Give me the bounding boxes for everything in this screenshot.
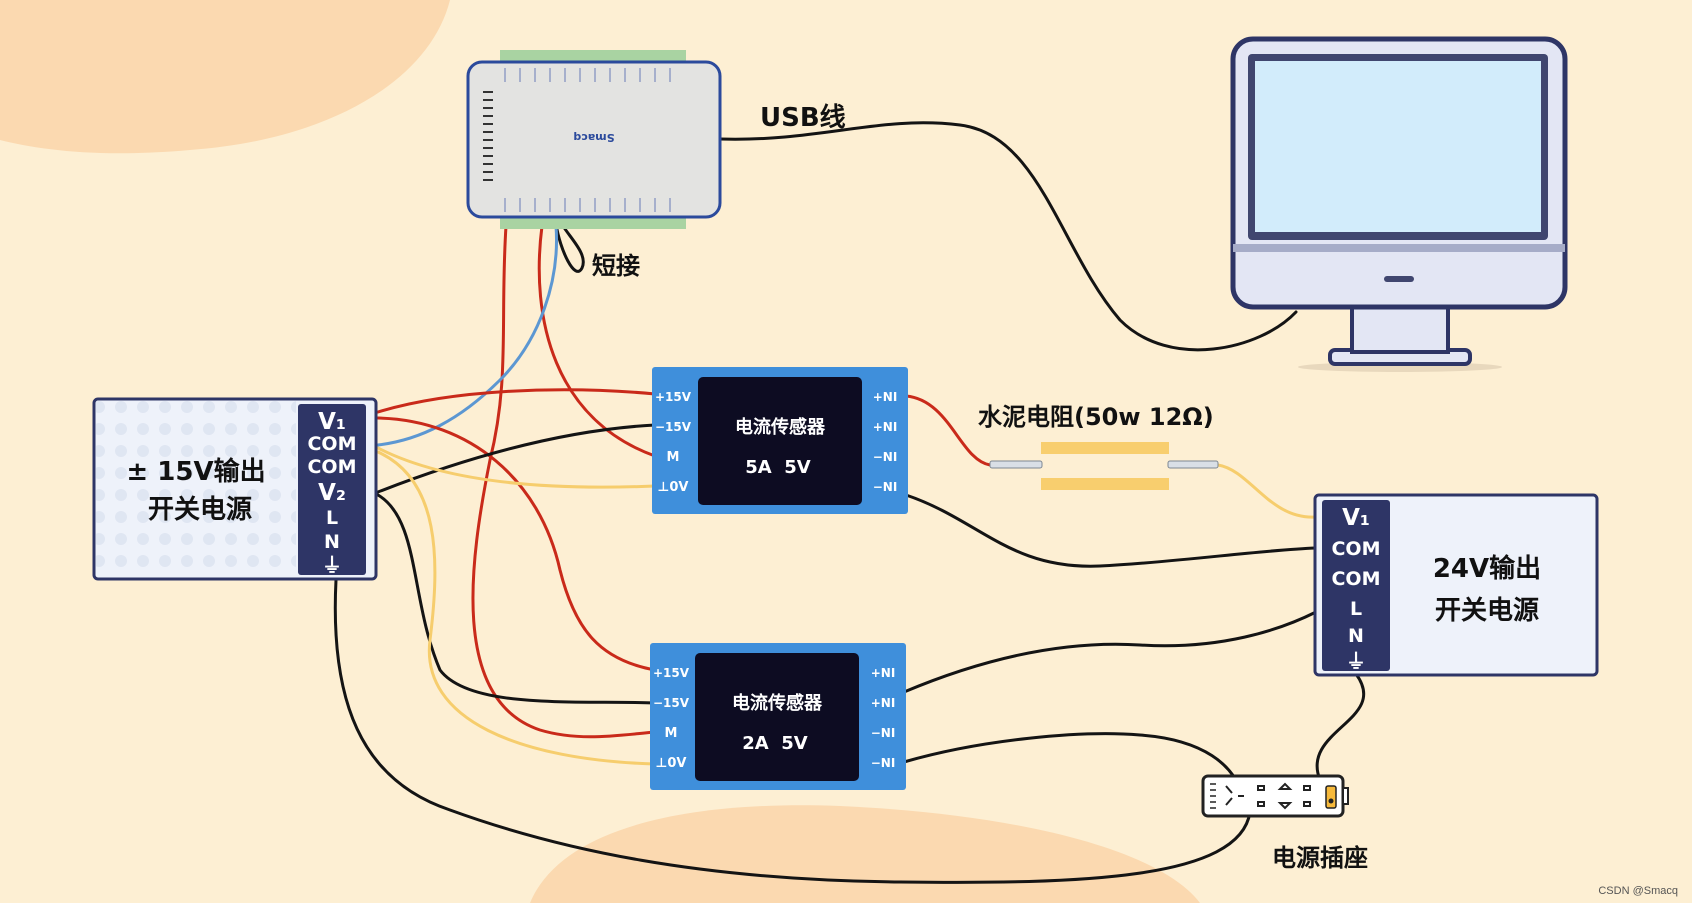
wire-psu-sensor1-0v	[376, 446, 657, 489]
psu24-title-line1: 24V输出	[1433, 553, 1541, 584]
resistor-body-top	[1041, 442, 1169, 454]
psu15-dots	[96, 401, 296, 577]
sensor1-pin-plus-ni-1: +NI	[873, 390, 898, 404]
monitor-button	[1384, 276, 1414, 282]
sensor2-display	[695, 653, 859, 781]
daq-brand: Smacq	[573, 131, 614, 144]
label-socket: 电源插座	[1272, 844, 1368, 872]
usb-cable	[718, 121, 1298, 352]
psu15-term-l: L	[326, 507, 338, 529]
sensor2-pin-m: M	[665, 726, 678, 741]
sensor1-rating: 5A 5V	[745, 457, 811, 478]
psu24-terminal-panel	[1322, 500, 1390, 671]
blob-top-left	[0, 0, 450, 154]
psu24-terminals: V₁ COM COM L N ⏚	[1331, 505, 1380, 673]
wire-psu24-to-socket	[1315, 672, 1366, 782]
wire-daq-psu-com-blue	[376, 224, 558, 447]
wire-psu-sensor2-0v	[376, 450, 657, 766]
switch-indicator	[1328, 798, 1334, 804]
daq-body	[466, 60, 722, 219]
psu24-title-line2: 开关电源	[1435, 596, 1539, 626]
sensor1-pin-minus15v: −15V	[655, 420, 692, 434]
sensor1-pin-plus15v: +15V	[655, 390, 692, 404]
psu15-term-com1: COM	[307, 433, 356, 455]
daq-card: Smacq	[466, 50, 722, 229]
watermark: CSDN @Smacq	[1598, 885, 1678, 897]
power-strip	[1201, 774, 1349, 818]
daq-ports	[483, 91, 493, 181]
sensor1-pin-minus-ni-2: −NI	[873, 480, 898, 494]
wire-sensor2-to-socket	[902, 732, 1238, 782]
sensor2-pin-0v: ⊥0V	[656, 756, 687, 771]
wire-resistor-to-psu24	[1216, 463, 1318, 519]
psu24-term-com2: COM	[1331, 568, 1380, 590]
daq-pin-ticks	[504, 68, 671, 212]
label-short: 短接	[592, 252, 640, 280]
strip-vents	[1210, 783, 1216, 809]
label-resistor: 水泥电阻(50w 12Ω)	[978, 403, 1214, 431]
psu24-term-com1: COM	[1331, 538, 1380, 560]
outlet-icons	[1225, 782, 1311, 810]
wire-daq-sensor1-m	[537, 224, 657, 458]
monitor-chin-divider	[1233, 244, 1565, 252]
sensor2-pin-minus15v: −15V	[653, 696, 690, 710]
sensor1-display	[698, 377, 862, 505]
sensor2-pin-minus-ni-1: −NI	[871, 726, 896, 740]
wire-psu-sensor2-plus15	[376, 416, 657, 672]
wire-psu-sensor1-plus15	[376, 388, 657, 414]
sensor1-pin-minus-ni-1: −NI	[873, 450, 898, 464]
sensor1-pin-m: M	[667, 450, 680, 465]
psu24-term-v1: V₁	[1342, 505, 1370, 531]
wire-sensor1-to-psu24-com	[904, 493, 1318, 568]
wire-psu-sensor1-minus15	[376, 423, 657, 494]
psu24-term-l: L	[1350, 598, 1362, 620]
psu15-title-line1: ± 15V输出	[126, 456, 265, 487]
sensor1-name: 电流传感器	[735, 416, 826, 438]
psu24-term-ground: ⏚	[1346, 649, 1366, 673]
sensor1-pin-plus-ni-2: +NI	[873, 420, 898, 434]
psu-24v: 24V输出 开关电源 V₁ COM COM L N ⏚	[1313, 493, 1599, 677]
resistor-lead-left	[989, 460, 1043, 469]
sensor2-pin-plus15v: +15V	[653, 666, 690, 680]
resistor-lead-right	[1167, 460, 1219, 469]
psu15-term-v1: V₁	[318, 409, 346, 435]
switch-icon	[1325, 785, 1337, 809]
background-blobs	[0, 0, 1200, 903]
sensor1-pin-0v: ⊥0V	[658, 480, 689, 495]
psu15-term-ground: ⏚	[322, 553, 342, 577]
sensor2-pin-minus-ni-2: −NI	[871, 756, 896, 770]
label-usb: USB线	[760, 103, 846, 133]
psu24-term-n: N	[1348, 625, 1364, 647]
psu15-term-n: N	[324, 531, 340, 553]
wire-sensor1-to-resistor	[904, 394, 992, 467]
psu-15v: ± 15V输出 开关电源 V₁ COM COM V₂ L N ⏚	[92, 397, 378, 581]
sensor2-rating: 2A 5V	[742, 733, 808, 754]
monitor-screen	[1255, 61, 1541, 232]
sensor2-name: 电流传感器	[732, 692, 823, 714]
psu15-terminals: V₁ COM COM V₂ L N ⏚	[307, 409, 356, 577]
psu15-term-v2: V₂	[318, 480, 346, 506]
strip-body	[1201, 774, 1345, 818]
resistor-body-bottom	[1041, 478, 1169, 490]
sensor2-pin-plus-ni-2: +NI	[871, 696, 896, 710]
monitor	[1230, 36, 1568, 372]
psu15-title-line2: 开关电源	[148, 495, 252, 525]
strip-cap	[1342, 787, 1349, 805]
sensor2-pin-plus-ni-1: +NI	[871, 666, 896, 680]
psu15-terminal-panel	[298, 404, 366, 575]
cement-resistor	[989, 442, 1219, 490]
current-sensor-1: 电流传感器 5A 5V +15V −15V M ⊥0V +NI +NI −NI …	[652, 367, 908, 514]
wires	[333, 121, 1366, 884]
wire-psu-sensor2-minus15	[376, 493, 657, 705]
current-sensor-2: 电流传感器 2A 5V +15V −15V M ⊥0V +NI +NI −NI …	[650, 643, 906, 790]
short-loop-wire	[554, 222, 585, 273]
wire-daq-sensor2-m	[471, 224, 657, 739]
blob-bottom	[530, 805, 1200, 903]
psu15-term-com2: COM	[307, 456, 356, 478]
wire-psu15-to-socket	[333, 578, 1252, 884]
wire-sensor2-to-psu24-com	[902, 610, 1318, 694]
